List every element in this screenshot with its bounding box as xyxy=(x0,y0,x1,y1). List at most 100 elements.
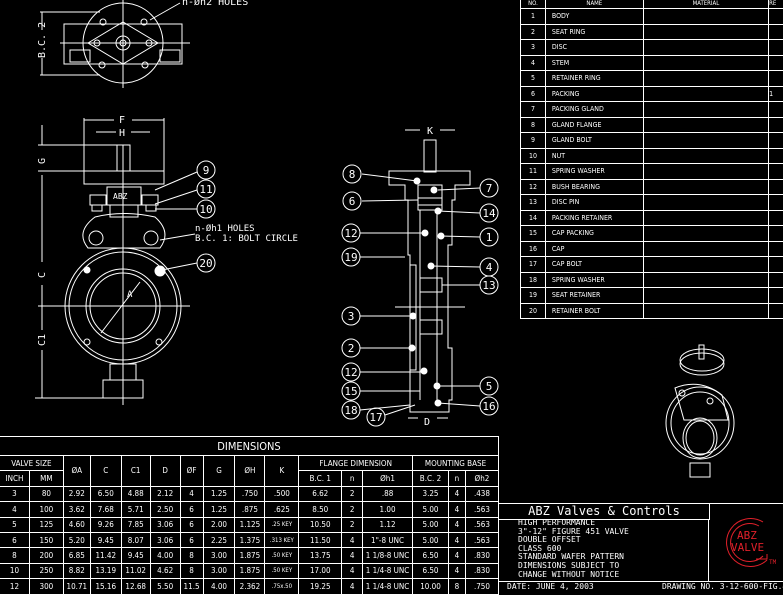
dimension-cell: 8.07 xyxy=(121,532,150,547)
part-material xyxy=(643,179,768,195)
dimension-cell: 8 xyxy=(448,579,465,594)
dimension-cell: 2.50 xyxy=(150,502,180,517)
dimension-cell: 2 xyxy=(342,502,363,517)
side-section-view: K D 8 6 12 19 3 2 12 15 18 17 7 xyxy=(342,126,498,428)
dimension-cell: 8.50 xyxy=(299,502,342,517)
item-number: 13 xyxy=(521,195,546,211)
mounting-holes-note: n-Øh2 HOLES xyxy=(182,0,248,8)
dimension-cell: 4 xyxy=(342,532,363,547)
col-h: ØH xyxy=(235,456,265,487)
svg-text:6: 6 xyxy=(349,195,356,208)
part-material xyxy=(643,257,768,273)
dimension-cell: 2 xyxy=(342,517,363,532)
dimension-cell: 4 xyxy=(0,502,29,517)
part-name: SEAT RETAINER xyxy=(545,288,643,304)
g-dimension-label: G xyxy=(37,158,48,164)
col-f: ØF xyxy=(180,456,203,487)
part-quantity xyxy=(769,195,783,211)
dimension-cell: .750 xyxy=(465,579,498,594)
dimension-cell: 6 xyxy=(180,502,203,517)
part-quantity xyxy=(769,241,783,257)
dimension-cell: 5 xyxy=(0,517,29,532)
dimension-cell: 4 xyxy=(180,486,203,501)
dimension-cell: 4.60 xyxy=(63,517,90,532)
dimension-cell: .875 xyxy=(235,502,265,517)
part-quantity xyxy=(769,24,783,40)
part-name: GLAND FLANGE xyxy=(545,117,643,133)
c1-dimension-label: C1 xyxy=(37,334,48,346)
dimension-cell: 4.88 xyxy=(121,486,150,501)
dimension-cell: 12.68 xyxy=(121,579,150,594)
dimension-cell: 5.50 xyxy=(150,579,180,594)
dimension-cell: 17.00 xyxy=(299,563,342,578)
part-quantity xyxy=(769,133,783,149)
part-material xyxy=(643,195,768,211)
svg-text:11: 11 xyxy=(199,183,212,196)
part-material xyxy=(643,148,768,164)
bolt-circle-note: B.C. 1: BOLT CIRCLE xyxy=(195,234,298,244)
balloon-18: 18 xyxy=(342,401,360,419)
item-number: 8 xyxy=(521,117,546,133)
dimensions-title: DIMENSIONS xyxy=(0,437,499,456)
dimension-cell: 100 xyxy=(29,502,63,517)
balloon-5: 5 xyxy=(480,377,498,395)
balloon-6: 6 xyxy=(343,192,361,210)
dimension-cell: 5.00 xyxy=(413,502,449,517)
part-name: STEM xyxy=(545,55,643,71)
part-name: SPRING WASHER xyxy=(545,272,643,288)
part-material xyxy=(643,117,768,133)
balloon-9: 9 xyxy=(197,161,215,179)
item-number: 12 xyxy=(521,179,546,195)
balloon-10: 10 xyxy=(197,200,215,218)
title-block: ABZ Valves & Controls HIGH PERFORMANCE 3… xyxy=(499,503,783,588)
part-name: PACKING RETAINER xyxy=(545,210,643,226)
part-quantity xyxy=(769,303,783,319)
balloon-3: 3 xyxy=(342,307,360,325)
dimension-cell: 4 xyxy=(448,517,465,532)
dimension-cell: 300 xyxy=(29,579,63,594)
balloon-13: 13 xyxy=(480,276,498,294)
part-name: SPRING WASHER xyxy=(545,164,643,180)
part-name: CAP BOLT xyxy=(545,257,643,273)
dimension-cell: 8 xyxy=(0,548,29,563)
dimension-cell: 8 xyxy=(180,548,203,563)
dimension-cell: 11.02 xyxy=(121,563,150,578)
svg-text:19: 19 xyxy=(344,251,357,264)
bc2-dimension-label: B.C. 2 xyxy=(37,22,48,58)
part-material xyxy=(643,226,768,242)
dimension-cell: 1"-8 UNC xyxy=(363,532,413,547)
part-name: NUT xyxy=(545,148,643,164)
item-number: 15 xyxy=(521,226,546,242)
svg-text:2: 2 xyxy=(348,342,355,355)
dimension-cell: 3.06 xyxy=(150,532,180,547)
dimension-cell: .625 xyxy=(265,502,299,517)
part-quantity xyxy=(769,272,783,288)
parts-header-row: NO. NAME MATERIAL RE xyxy=(521,0,783,9)
svg-text:4: 4 xyxy=(486,261,493,274)
dimension-cell: 2 xyxy=(342,486,363,501)
part-name: RETAINER BOLT xyxy=(545,303,643,319)
dimension-cell: 150 xyxy=(29,532,63,547)
part-quantity xyxy=(769,9,783,25)
col-bc2: B.C. 2 xyxy=(413,471,449,486)
part-quantity xyxy=(769,288,783,304)
svg-text:16: 16 xyxy=(482,400,495,413)
part-quantity xyxy=(769,257,783,273)
item-number: 18 xyxy=(521,272,546,288)
svg-text:7: 7 xyxy=(486,182,493,195)
balloon-14: 14 xyxy=(480,204,498,222)
item-number: 3 xyxy=(521,40,546,56)
dimension-cell: 125 xyxy=(29,517,63,532)
dimension-cell: 6 xyxy=(180,517,203,532)
